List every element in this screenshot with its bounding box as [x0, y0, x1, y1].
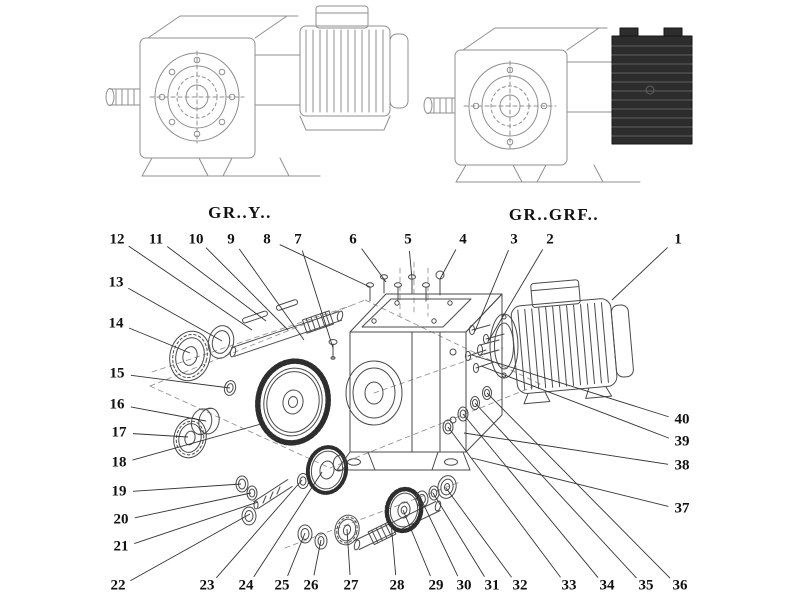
callout-23: 23 — [199, 577, 215, 594]
callout-14: 14 — [108, 315, 124, 332]
series-title-gr-grf: GR..GRF.. — [508, 205, 600, 224]
callout-1: 1 — [674, 231, 682, 248]
series-title-gr-y: GR..Y.. — [208, 203, 272, 222]
large-gear — [255, 358, 331, 446]
callout-7: 7 — [294, 231, 302, 248]
callout-19: 19 — [111, 483, 127, 500]
callout-4: 4 — [459, 231, 467, 248]
callout-16: 16 — [109, 396, 125, 413]
output-shaft-parts — [297, 475, 457, 551]
callout-24: 24 — [238, 577, 254, 594]
callout-31: 31 — [484, 577, 500, 594]
callout-22: 22 — [110, 577, 126, 594]
callout-29: 29 — [428, 577, 444, 594]
flange-hardware — [442, 324, 505, 435]
callout-21: 21 — [113, 538, 129, 555]
exploded-housing — [336, 293, 503, 471]
exploded-view — [149, 261, 634, 551]
callout-28: 28 — [389, 577, 405, 594]
callout-11: 11 — [148, 231, 164, 248]
callout-10: 10 — [188, 231, 204, 248]
assembled-view-right — [423, 27, 693, 183]
callout-39: 39 — [674, 433, 690, 450]
callout-27: 27 — [343, 577, 359, 594]
intermediate-small-parts — [235, 475, 293, 526]
callout-40: 40 — [674, 411, 690, 428]
callout-30: 30 — [456, 577, 472, 594]
callout-17: 17 — [111, 424, 127, 441]
callout-32: 32 — [512, 577, 528, 594]
callout-38: 38 — [674, 457, 690, 474]
callout-13: 13 — [108, 274, 124, 291]
callout-34: 34 — [599, 577, 615, 594]
callout-8: 8 — [263, 231, 271, 248]
assembled-view-left — [105, 5, 409, 177]
callout-5: 5 — [404, 231, 412, 248]
callout-12: 12 — [109, 231, 125, 248]
callout-15: 15 — [109, 365, 125, 382]
callout-9: 9 — [227, 231, 235, 248]
callout-25: 25 — [274, 577, 290, 594]
callout-6: 6 — [349, 231, 357, 248]
callout-18: 18 — [111, 454, 127, 471]
input-shaft-parts — [169, 299, 344, 459]
callout-33: 33 — [561, 577, 577, 594]
intermediate-gear — [297, 445, 349, 495]
callout-35: 35 — [638, 577, 654, 594]
callout-2: 2 — [546, 231, 554, 248]
exploded-motor — [477, 279, 634, 405]
callout-37: 37 — [674, 500, 690, 517]
callout-3: 3 — [510, 231, 518, 248]
callout-20: 20 — [113, 511, 129, 528]
callout-26: 26 — [303, 577, 319, 594]
callout-36: 36 — [672, 577, 688, 594]
